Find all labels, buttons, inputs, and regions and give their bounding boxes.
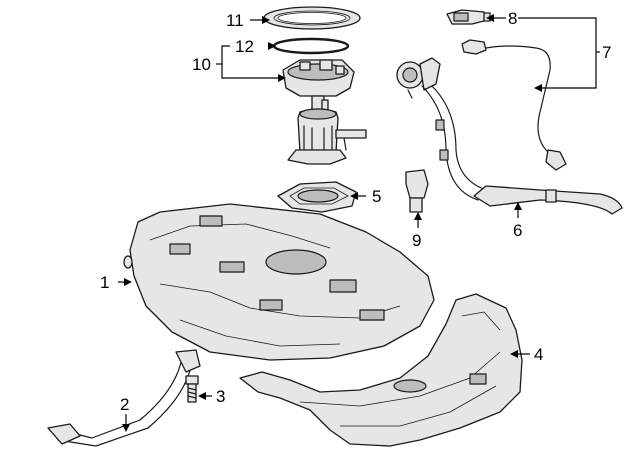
callout-7: 7	[602, 43, 611, 62]
callout-1: 1	[100, 273, 109, 292]
callout-12: 12	[235, 37, 254, 56]
callout-11: 11	[226, 11, 244, 30]
callout-2: 2	[120, 395, 129, 414]
callout-labels: 11 12 10 5 8 7 6 9 1 4 3 2	[100, 9, 611, 414]
fuel-pump-module-part	[282, 59, 367, 165]
callout-3: 3	[216, 387, 225, 406]
heat-shield-part	[239, 293, 523, 447]
callout-8: 8	[508, 9, 517, 28]
filler-pipe-part	[396, 57, 623, 215]
leader-lines	[118, 14, 600, 432]
pump-plate-part	[277, 181, 357, 213]
callout-4: 4	[534, 345, 543, 364]
valve-part	[405, 169, 429, 213]
callout-10: 10	[192, 55, 211, 74]
seal-ring-part	[272, 37, 350, 55]
tank-strap-part	[47, 349, 201, 447]
lock-ring-part	[263, 6, 361, 30]
bolt-part	[185, 375, 199, 403]
callout-6: 6	[513, 221, 522, 240]
bracket-7	[518, 17, 597, 89]
bracket-10	[221, 45, 230, 79]
electrical-connector-part	[446, 9, 491, 25]
wiring-harness-part	[461, 39, 567, 171]
callout-5: 5	[372, 187, 381, 206]
callout-9: 9	[412, 231, 421, 250]
fuel-tank-part	[123, 203, 435, 361]
